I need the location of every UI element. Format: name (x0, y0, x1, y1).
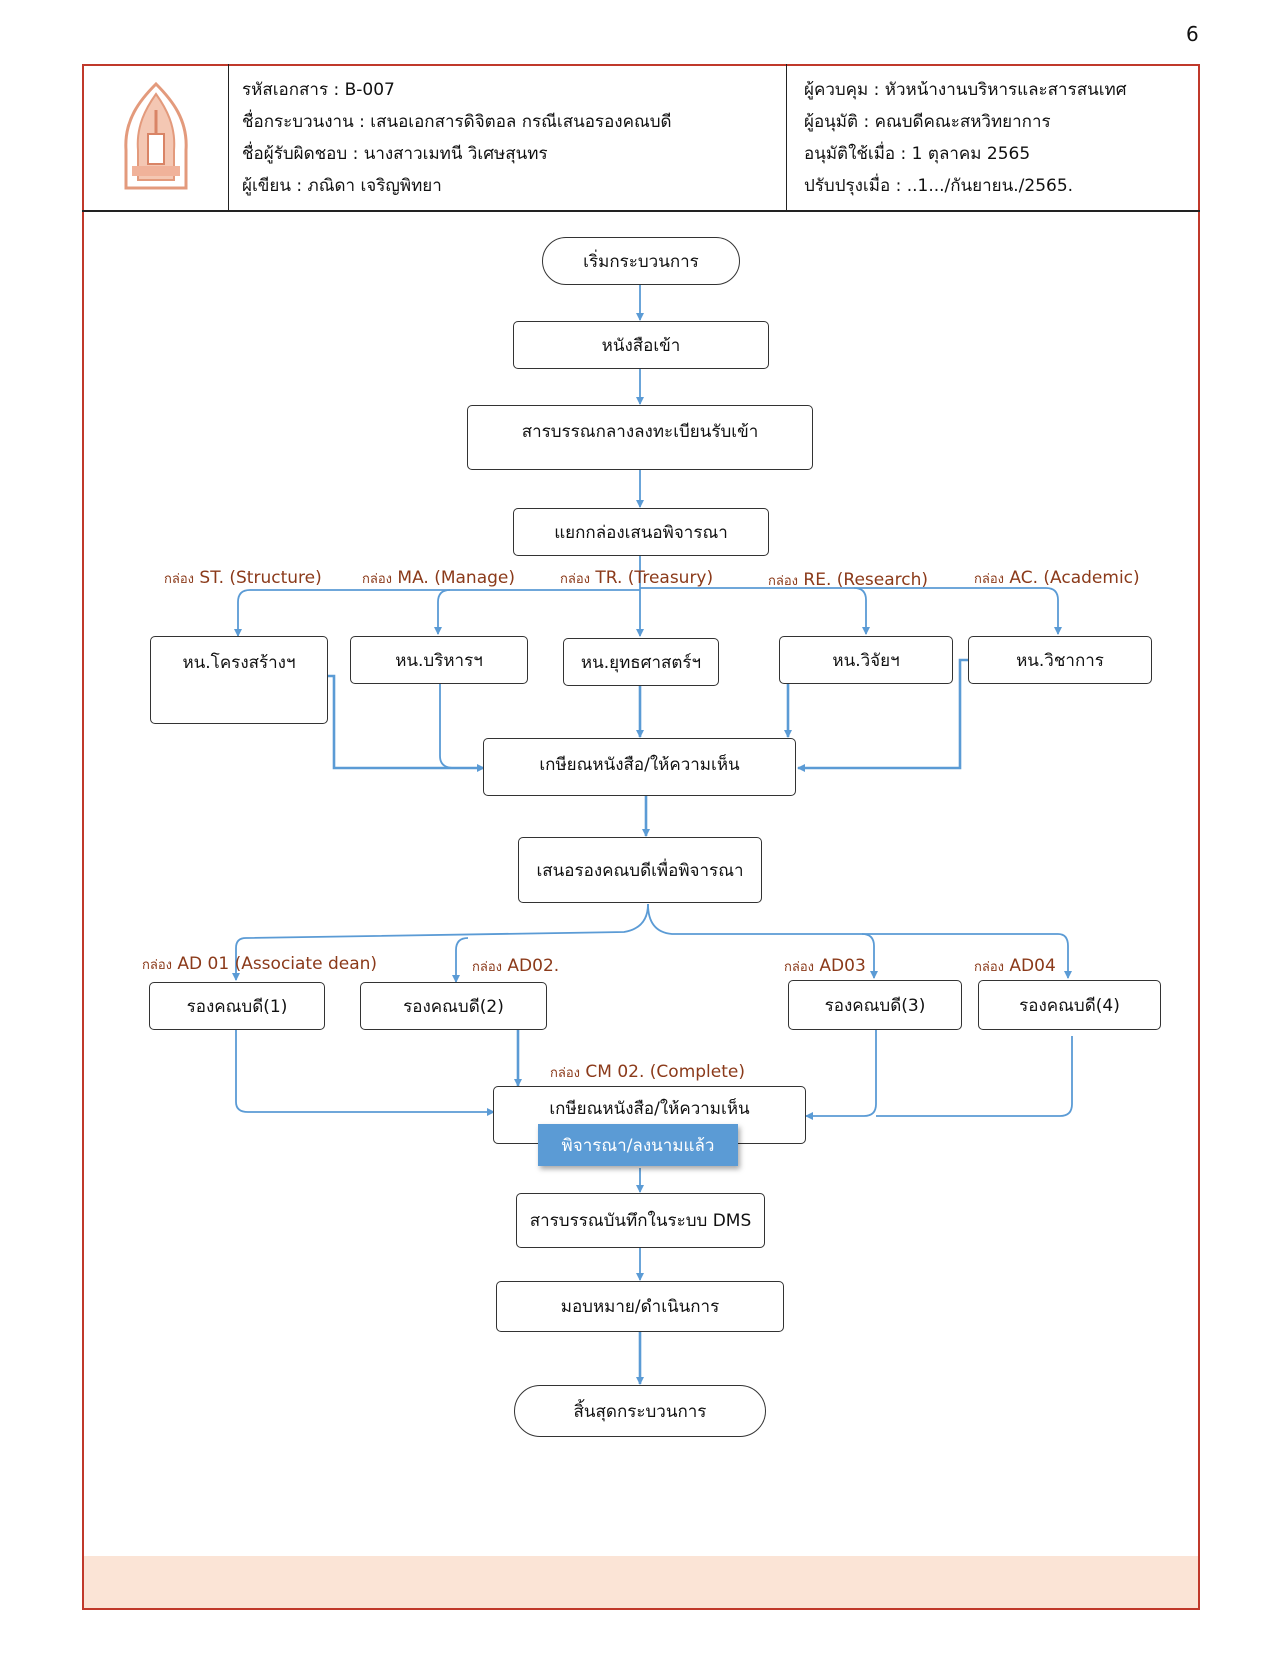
connector-branch-re (640, 587, 870, 635)
header-info-right: ผู้ควบคุม : หัวหน้างานบริหารและสารสนเทศ … (804, 74, 1127, 202)
box-label-prefix: กล่อง (560, 572, 590, 587)
page-number: 6 (1186, 22, 1199, 46)
box-label-prefix: กล่อง (768, 574, 798, 589)
end-node: สิ้นสุดกระบวนการ (514, 1385, 766, 1437)
approver: ผู้อนุมัติ : คณบดีคณะสหวิทยาการ (804, 112, 1051, 132)
box-label-cm02: กล่อง CM 02. (Complete) (550, 1062, 745, 1082)
box-label-prefix: กล่อง (974, 572, 1004, 587)
box-label-ad02: กล่อง AD02. (472, 956, 560, 976)
box-label-prefix: กล่อง (784, 960, 814, 975)
box-label-ma: กล่อง MA. (Manage) (362, 568, 516, 588)
unit-strategy-node: หน.ยุทธศาสตร์ฯ (563, 638, 719, 686)
author: ผู้เขียน : ภณิดา เจริญพิทยา (242, 176, 442, 196)
connector-branch-vice2 (452, 937, 469, 983)
connector-structure-comment (328, 674, 485, 772)
connector-branch-ac (854, 587, 1062, 635)
box-label-prefix: กล่อง (550, 1066, 580, 1081)
connector-branch-ma (434, 589, 451, 635)
unit-structure-node: หน.โครงสร้างฯ (150, 636, 328, 724)
box-label-tr: กล่อง TR. (Treasury) (560, 568, 714, 588)
box-label-prefix: กล่อง (142, 958, 172, 973)
dms-record-node: สารบรรณบันทึกในระบบ DMS (516, 1193, 765, 1248)
connector-vice1-comment (235, 1030, 495, 1116)
vice-dean-3-node: รองคณบดี(3) (788, 980, 962, 1030)
box-label-ac: กล่อง AC. (Academic) (974, 568, 1140, 588)
unit-research-node: หน.วิจัยฯ (779, 636, 953, 684)
box-label-re: กล่อง RE. (Research) (768, 570, 929, 590)
connector-manage-comment (439, 684, 482, 769)
connector-propose-split (232, 903, 649, 981)
doc-code: รหัสเอกสาร : B-007 (242, 80, 395, 100)
process-name: ชื่อกระบวนงาน : เสนอเอกสารดิจิตอล กรณีเส… (242, 112, 672, 132)
approval-date: อนุมัติใช้เมื่อ : 1 ตุลาคม 2565 (804, 144, 1031, 164)
box-label-ad03: กล่อง AD03 (784, 956, 866, 976)
university-seal-icon (124, 81, 188, 190)
vice-dean-1-node: รองคณบดี(1) (149, 982, 325, 1030)
header-divider (228, 64, 229, 210)
connector-vice3-comment (805, 1030, 877, 1120)
connector-branch-vice4 (862, 933, 1072, 979)
box-label-prefix: กล่อง (472, 960, 502, 975)
connector-academic-comment (797, 658, 968, 772)
start-node: เริ่มกระบวนการ (542, 237, 740, 285)
signed-stamp: พิจารณา/ลงนามแล้ว (538, 1124, 738, 1166)
box-label-prefix: กล่อง (164, 572, 194, 587)
box-label-prefix: กล่อง (362, 572, 392, 587)
controller: ผู้ควบคุม : หัวหน้างานบริหารและสารสนเทศ (804, 80, 1127, 100)
unit-academic-node: หน.วิชาการ (968, 636, 1152, 684)
header-divider (786, 64, 787, 210)
propose-vice-dean-node: เสนอรองคณบดีเพื่อพิจารณา (518, 837, 762, 903)
vice-dean-2-node: รองคณบดี(2) (360, 982, 547, 1030)
unit-manage-node: หน.บริหารฯ (350, 636, 528, 684)
vice-dean-4-node: รองคณบดี(4) (978, 980, 1161, 1030)
document-header: รหัสเอกสาร : B-007 ชื่อกระบวนงาน : เสนอเ… (82, 64, 1200, 212)
box-label-ad01: กล่อง AD 01 (Associate dean) (142, 954, 378, 974)
responsible-person: ชื่อผู้รับผิดชอบ : นางสาวเมทนี วิเศษสุนท… (242, 144, 548, 164)
sort-box-node: แยกกล่องเสนอพิจารณา (513, 508, 769, 556)
box-label-ad04: กล่อง AD04 (974, 956, 1056, 976)
central-registration-node: สารบรรณกลางลงทะเบียนรับเข้า (467, 405, 813, 470)
page-frame (82, 64, 1200, 1610)
incoming-document-node: หนังสือเข้า (513, 321, 769, 369)
assign-action-node: มอบหมาย/ดำเนินการ (496, 1281, 784, 1332)
footer-band (84, 1556, 1198, 1608)
connector-vice4-comment (876, 1036, 1073, 1117)
revision-date: ปรับปรุงเมื่อ : ..1.../กันยายน./2565. (804, 176, 1074, 196)
box-label-st: กล่อง ST. (Structure) (164, 568, 322, 588)
connector-branch-st (234, 589, 640, 637)
box-label-prefix: กล่อง (974, 960, 1004, 975)
comment-node-1: เกษียณหนังสือ/ให้ความเห็น (483, 738, 796, 796)
header-info-left: รหัสเอกสาร : B-007 ชื่อกระบวนงาน : เสนอเ… (242, 74, 672, 202)
